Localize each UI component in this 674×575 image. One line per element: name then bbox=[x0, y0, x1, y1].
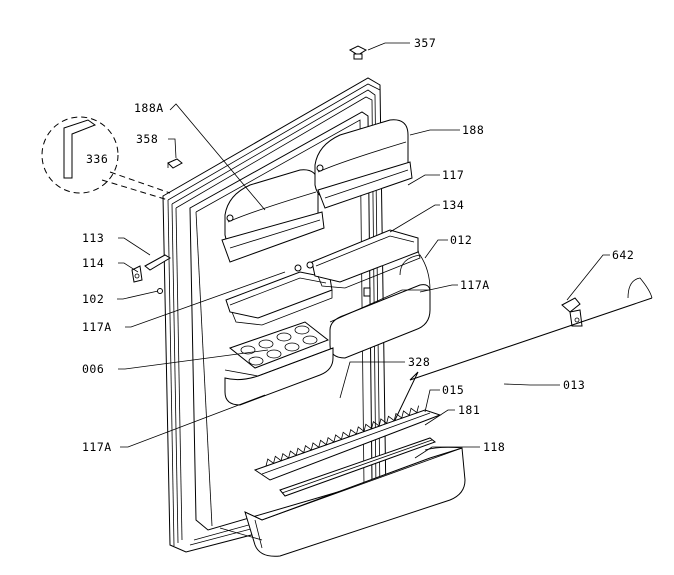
label-013: 013 bbox=[563, 378, 585, 392]
leader-lines bbox=[117, 42, 610, 459]
egg-tray bbox=[228, 321, 330, 369]
hinge-pin-357 bbox=[348, 45, 368, 60]
door-stop-642 bbox=[561, 277, 653, 327]
label-102: 102 bbox=[82, 292, 104, 306]
bottle-rack bbox=[253, 405, 442, 481]
label-188: 188 bbox=[462, 123, 484, 137]
label-113: 113 bbox=[82, 231, 104, 245]
label-181: 181 bbox=[458, 403, 480, 417]
door-bottom-edge bbox=[219, 527, 263, 541]
part-labels: 357 188A 188 358 336 117 134 012 642 113… bbox=[82, 36, 634, 454]
label-336: 336 bbox=[86, 152, 108, 166]
label-114: 114 bbox=[82, 256, 104, 270]
hinge-113-114 bbox=[131, 254, 171, 283]
allen-key-336 bbox=[41, 116, 171, 201]
label-117A-right: 117A bbox=[460, 278, 490, 292]
label-642: 642 bbox=[612, 248, 634, 262]
label-328: 328 bbox=[408, 355, 430, 369]
label-015: 015 bbox=[442, 383, 464, 397]
bar-015-181 bbox=[279, 437, 437, 497]
label-357: 357 bbox=[414, 36, 436, 50]
label-117: 117 bbox=[442, 168, 464, 182]
label-117A-low: 117A bbox=[82, 440, 112, 454]
label-117A-left: 117A bbox=[82, 320, 112, 334]
door-shelf-lower-left bbox=[224, 347, 334, 406]
part-358 bbox=[167, 158, 183, 169]
label-188A: 188A bbox=[134, 101, 164, 115]
label-358: 358 bbox=[136, 132, 158, 146]
door-shelf-middle-right bbox=[306, 229, 421, 289]
dairy-compartment-right bbox=[314, 119, 413, 209]
label-006: 006 bbox=[82, 362, 104, 376]
label-012: 012 bbox=[450, 233, 472, 247]
screw-102 bbox=[157, 288, 163, 294]
label-134: 134 bbox=[442, 198, 464, 212]
label-118: 118 bbox=[483, 440, 505, 454]
seal-013 bbox=[394, 297, 653, 421]
bottle-shelf-small-right bbox=[329, 254, 431, 359]
door-shelf-middle-left bbox=[225, 264, 333, 326]
